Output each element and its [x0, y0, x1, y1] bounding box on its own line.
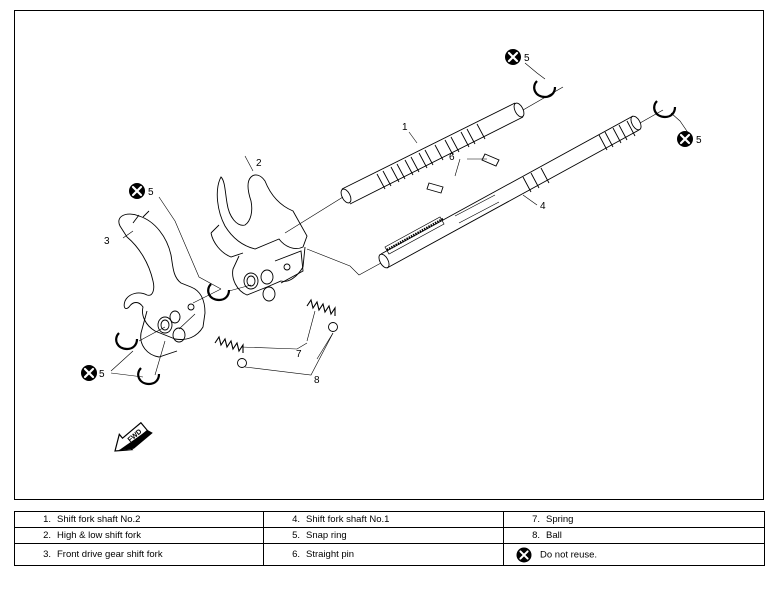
fwd-arrow-icon: FWD: [114, 421, 153, 452]
legend-table: 1.Shift fork shaft No.2 4.Shift fork sha…: [14, 511, 765, 566]
legend-item: 4.Shift fork shaft No.1: [263, 511, 504, 528]
callout-3: 3: [104, 236, 110, 247]
callout-5-bottom: 5: [99, 369, 105, 380]
legend-item: 7.Spring: [503, 511, 765, 528]
shift-fork-shaft-no1: [378, 109, 664, 269]
high-low-shift-fork: [210, 174, 308, 302]
callout-4: 4: [540, 201, 546, 212]
leader-lines: [110, 62, 692, 378]
callout-7: 7: [296, 349, 302, 360]
legend-item: 5.Snap ring: [263, 527, 504, 544]
legend-item: 3.Front drive gear shift fork: [14, 543, 264, 566]
ball: [237, 322, 338, 368]
legend-row: 1.Shift fork shaft No.2 4.Shift fork sha…: [14, 511, 765, 528]
do-not-reuse-icon: [79, 47, 695, 383]
legend-item: 8.Ball: [503, 527, 765, 544]
spring: [214, 298, 336, 353]
exploded-diagram: FWD 1 2 3 4 5 5 5 5 6 7 8: [14, 10, 764, 500]
callout-1: 1: [402, 122, 408, 133]
legend-row: 3.Front drive gear shift fork 6.Straight…: [14, 543, 765, 566]
snap-ring: [115, 80, 677, 386]
diagram-drawing: FWD 1 2 3 4 5 5 5 5 6 7 8: [79, 47, 702, 452]
legend-item: 6.Straight pin: [263, 543, 504, 566]
legend-row: 2.High & low shift fork 5.Snap ring 8.Ba…: [14, 527, 765, 544]
front-drive-gear-shift-fork: [118, 210, 206, 358]
callout-8: 8: [314, 375, 320, 386]
callout-5-middle: 5: [148, 187, 154, 198]
callout-2: 2: [256, 158, 262, 169]
do-not-reuse-icon: [516, 547, 532, 563]
shift-fork-shaft-no2: [340, 86, 564, 205]
callout-5-right: 5: [696, 135, 702, 146]
callout-6: 6: [449, 152, 455, 163]
legend-item: Do not reuse.: [503, 543, 765, 566]
legend-item: 1.Shift fork shaft No.2: [14, 511, 264, 528]
straight-pin: [426, 153, 500, 194]
callout-5-top: 5: [524, 53, 530, 64]
legend-item: 2.High & low shift fork: [14, 527, 264, 544]
